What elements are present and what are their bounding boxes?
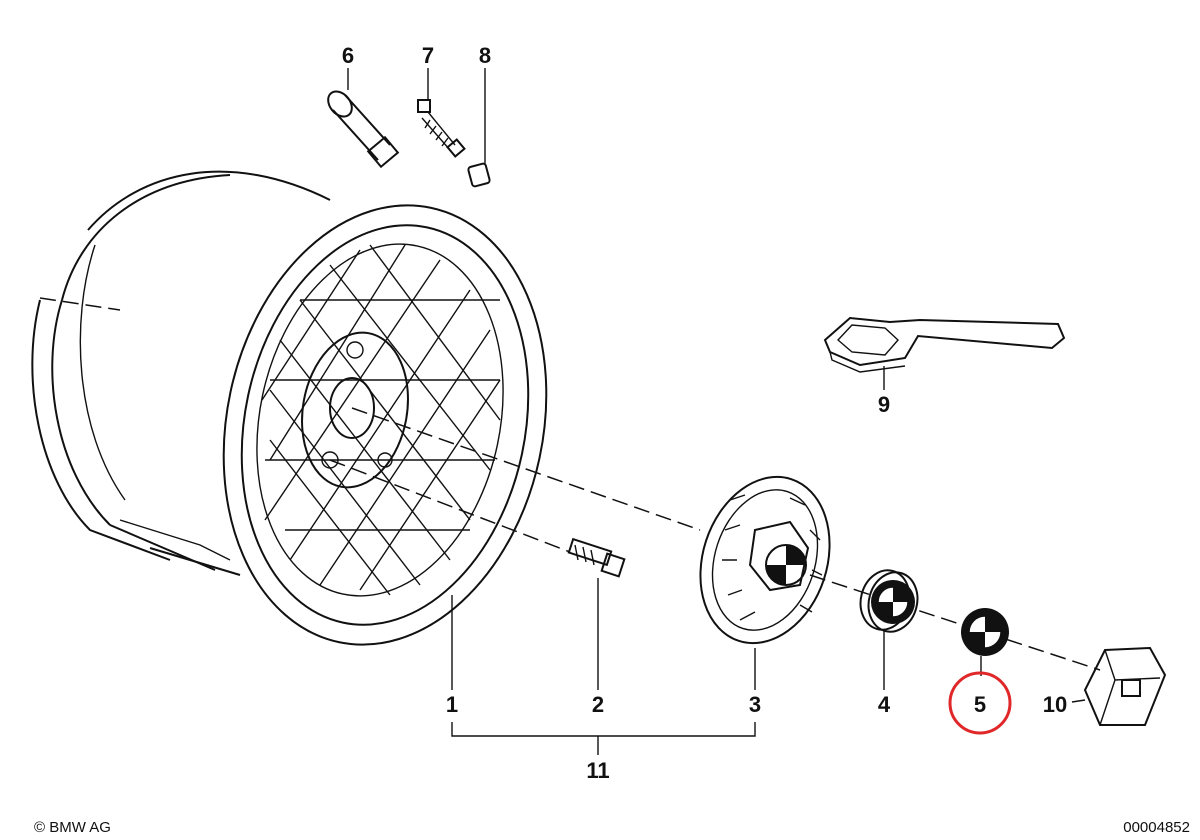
wheel-bolt [329, 459, 626, 578]
callout-2[interactable]: 2 [592, 692, 604, 717]
valve-cap [467, 162, 491, 188]
highlight-circle [948, 671, 1012, 735]
callout-7[interactable]: 7 [422, 43, 434, 68]
callout-3[interactable]: 3 [749, 692, 761, 717]
callout-9[interactable]: 9 [878, 392, 890, 417]
wheel-rim [31, 170, 1101, 671]
valve-core [417, 99, 466, 158]
copyright-text: © BMW AG [34, 819, 111, 836]
leader-lines [347, 68, 1086, 755]
callout-5[interactable]: 5 [974, 692, 986, 717]
callout-8[interactable]: 8 [479, 43, 491, 68]
callout-1[interactable]: 1 [446, 692, 458, 717]
emblem-cap-large [859, 569, 919, 633]
emblem-small [961, 608, 1009, 656]
valve-stem [327, 90, 400, 169]
callout-6[interactable]: 6 [342, 43, 354, 68]
callout-10[interactable]: 10 [1043, 692, 1067, 717]
hex-nut [1083, 646, 1167, 726]
callout-4[interactable]: 4 [878, 692, 891, 717]
center-cap-cover [699, 475, 831, 645]
wrench-tool [823, 316, 1066, 373]
callout-11[interactable]: 11 [586, 758, 609, 783]
diagram-id: 00004852 [1123, 819, 1190, 836]
wheel-spoke-lattice [261, 244, 501, 596]
